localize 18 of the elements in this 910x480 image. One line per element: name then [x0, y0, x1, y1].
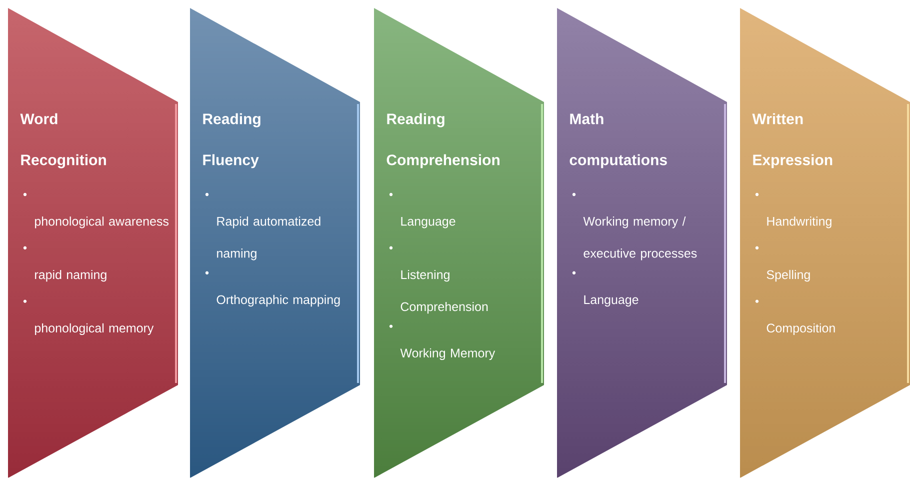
bullet-item: phonological memory: [23, 300, 154, 335]
panel-heading: Reading Comprehension: [386, 113, 500, 168]
bullet-item: Listening Comprehension: [389, 246, 488, 314]
bullet-item: Composition: [755, 300, 835, 335]
bullet-item: Rapid automatized naming: [205, 192, 320, 260]
bullet-item: Spelling: [755, 246, 810, 282]
bullet-item: Language: [389, 192, 456, 228]
panel-heading: Reading Fluency: [203, 113, 260, 168]
panel-heading: Math computations: [570, 113, 667, 168]
bullet-item: Handwriting: [755, 192, 832, 228]
panel-heading: Written Expression: [752, 113, 832, 168]
bullet-item: Orthographic mapping: [205, 271, 340, 307]
bullet-item: Working memory / executive processes: [572, 192, 697, 260]
bullet-item: Language: [572, 271, 638, 307]
bullet-item: rapid naming: [23, 246, 106, 282]
panel-heading: Word Recognition: [20, 113, 106, 168]
bullet-item: Working Memory: [389, 324, 496, 360]
bullet-item: phonological awareness: [23, 192, 169, 228]
